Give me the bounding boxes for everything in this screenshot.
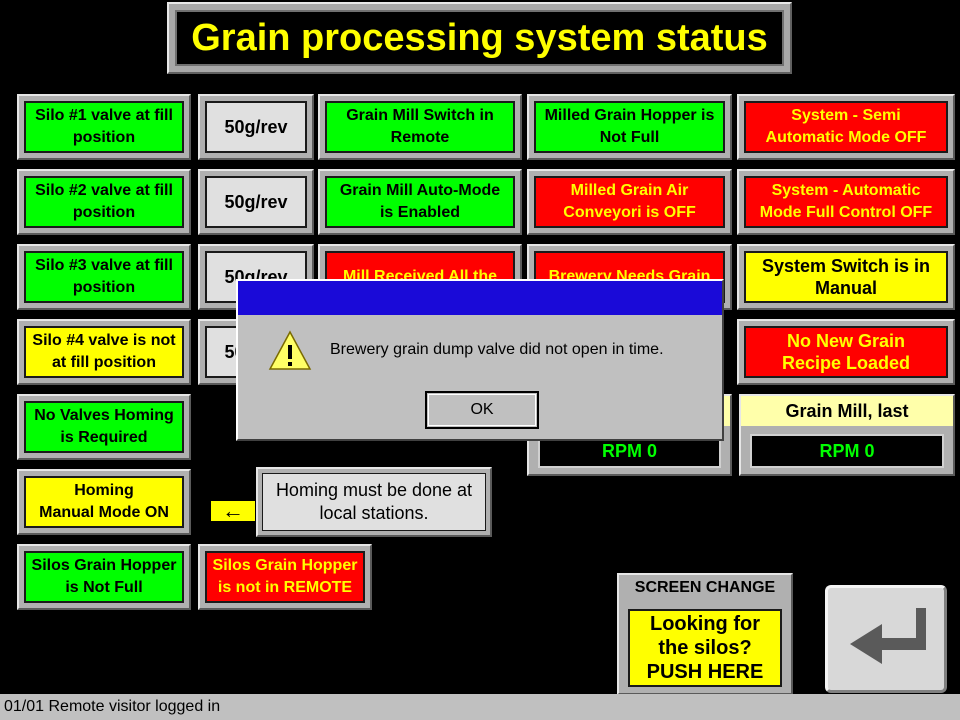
silos-screen-button[interactable]: Looking for the silos? PUSH HERE [628, 609, 782, 687]
status-grain-mill-auto-mode: Grain Mill Auto-Mode is Enabled [318, 169, 522, 235]
status-silos-hopper-remote: Silos Grain Hopper is not in REMOTE [198, 544, 372, 610]
rate-silo-1[interactable]: 50g/rev [198, 94, 314, 160]
status-grain-mill-switch: Grain Mill Switch in Remote [318, 94, 522, 160]
status-bar: 01/01 Remote visitor logged in [0, 694, 960, 720]
status-homing-manual-mode: Homing Manual Mode ON [17, 469, 191, 535]
warning-icon [268, 330, 312, 370]
status-silo-1-valve: Silo #1 valve at fill position [17, 94, 191, 160]
screen-change-label: SCREEN CHANGE [634, 579, 776, 596]
dialog-message: Brewery grain dump valve did not open in… [330, 341, 664, 358]
status-silo-4-valve: Silo #4 valve is not at fill position [17, 319, 191, 385]
rpm-right-label: Grain Mill, last [741, 396, 953, 426]
status-air-conveyor: Milled Grain Air Conveyori is OFF [527, 169, 732, 235]
status-auto-mode: System - Automatic Mode Full Control OFF [737, 169, 955, 235]
status-recipe: No New Grain Recipe Loaded [737, 319, 955, 385]
status-silo-2-valve: Silo #2 valve at fill position [17, 169, 191, 235]
rpm-right-value: RPM 0 [750, 434, 944, 468]
status-silo-3-valve: Silo #3 valve at fill position [17, 244, 191, 310]
homing-note: Homing must be done at local stations. [256, 467, 492, 537]
dialog-ok-button[interactable]: OK [425, 391, 539, 429]
rate-silo-2[interactable]: 50g/rev [198, 169, 314, 235]
dialog-title-bar[interactable] [238, 281, 722, 315]
page-title: Grain processing system status [175, 10, 784, 66]
left-arrow-icon: ← [210, 498, 256, 523]
return-arrow-icon [850, 608, 926, 664]
title-frame: Grain processing system status [167, 2, 792, 74]
status-silos-hopper-full: Silos Grain Hopper is Not Full [17, 544, 191, 610]
return-button[interactable] [825, 585, 947, 693]
rpm-panel-grain-mill: Grain Mill, last RPM 0 [739, 394, 955, 476]
screen-change-panel: SCREEN CHANGE Looking for the silos? PUS… [617, 573, 793, 695]
status-system-switch: System Switch is in Manual [737, 244, 955, 310]
status-semi-auto-mode: System - Semi Automatic Mode OFF [737, 94, 955, 160]
status-milled-hopper: Milled Grain Hopper is Not Full [527, 94, 732, 160]
alert-dialog: Brewery grain dump valve did not open in… [236, 279, 724, 441]
status-valves-homing: No Valves Homing is Required [17, 394, 191, 460]
